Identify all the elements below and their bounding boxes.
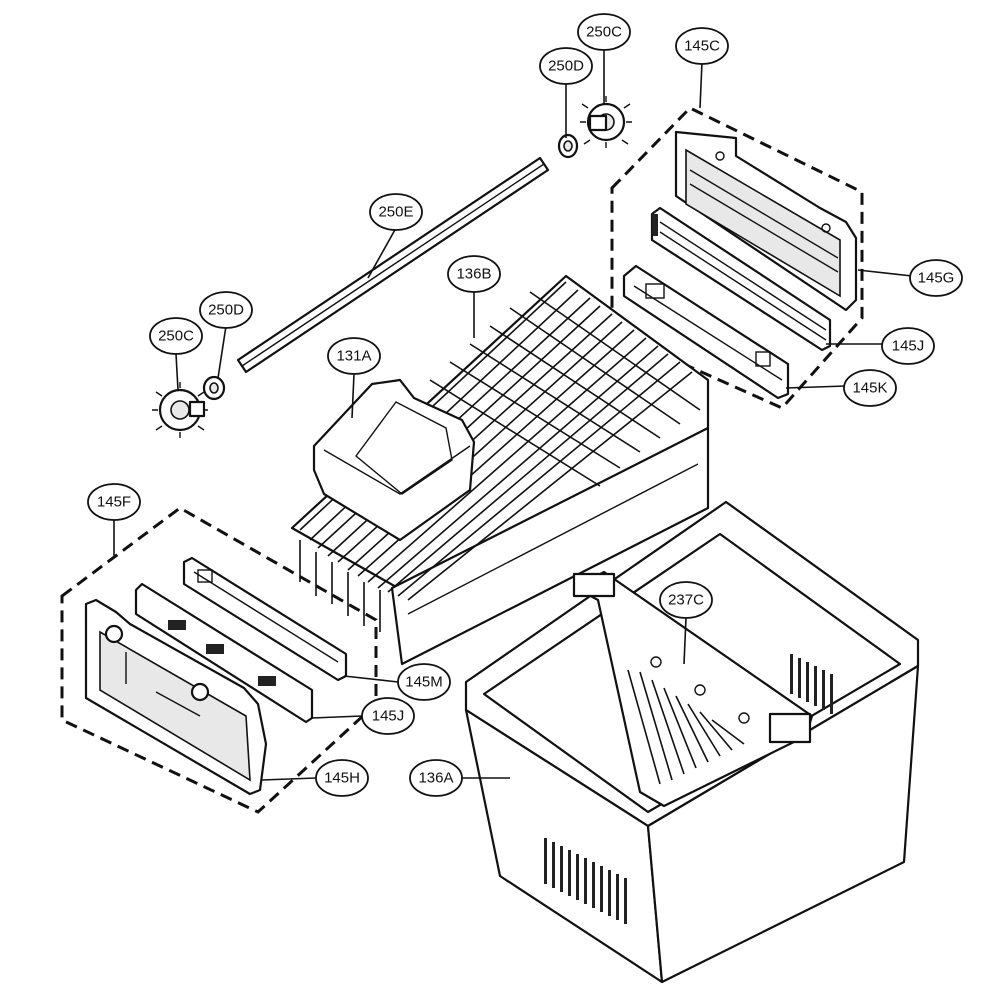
- callout-label: 250D: [548, 58, 584, 75]
- callout-145j-left: 145J: [361, 697, 415, 735]
- callout-145c: 145C: [675, 27, 729, 65]
- rail-145j-right: [650, 206, 832, 352]
- callout-label: 145F: [97, 494, 131, 511]
- callout-237c: 237C: [659, 581, 713, 619]
- callout-250c-left: 250C: [149, 317, 203, 355]
- bushing-250d-left: [202, 375, 226, 401]
- callout-label: 250E: [378, 204, 413, 221]
- callout-label: 145J: [892, 338, 925, 355]
- callout-145m: 145M: [397, 663, 451, 701]
- callout-131a: 131A: [327, 337, 381, 375]
- callout-label: 237C: [668, 592, 704, 609]
- callout-250d-left: 250D: [199, 291, 253, 329]
- callout-label: 145G: [918, 270, 955, 287]
- callout-label: 145C: [684, 38, 720, 55]
- callout-250e: 250E: [369, 193, 423, 231]
- bracket-145g: [674, 130, 858, 312]
- callout-label: 250C: [586, 24, 622, 41]
- callout-label: 250C: [158, 328, 194, 345]
- rail-250e: [236, 156, 550, 374]
- callout-label: 145M: [405, 674, 443, 691]
- callout-136b: 136B: [447, 255, 501, 293]
- callout-145h: 145H: [315, 759, 369, 797]
- leader-lines: [113, 50, 913, 781]
- callout-label: 131A: [336, 348, 371, 365]
- rail-145k: [622, 264, 790, 400]
- callout-label: 136B: [456, 266, 491, 283]
- bin-131a: [312, 378, 476, 542]
- callout-label: 145K: [852, 380, 887, 397]
- callout-label: 250D: [208, 302, 244, 319]
- callout-label: 145H: [324, 770, 360, 787]
- divider-237c: [572, 570, 814, 808]
- callout-145j-right: 145J: [881, 327, 935, 365]
- callout-250d-top: 250D: [539, 47, 593, 85]
- bracket-145h: [84, 598, 268, 796]
- callout-136a: 136A: [409, 759, 463, 797]
- callout-145k: 145K: [843, 369, 897, 407]
- bushing-250d-top: [557, 133, 579, 159]
- callout-145f: 145F: [87, 483, 141, 521]
- group-outline-145c: [610, 106, 864, 410]
- callout-label: 145J: [372, 708, 405, 725]
- callout-145g: 145G: [909, 259, 963, 297]
- callout-label: 136A: [418, 770, 453, 787]
- callout-250c-top: 250C: [577, 13, 631, 51]
- gear-250c-top: [580, 96, 632, 148]
- gear-250c-left: [152, 382, 208, 438]
